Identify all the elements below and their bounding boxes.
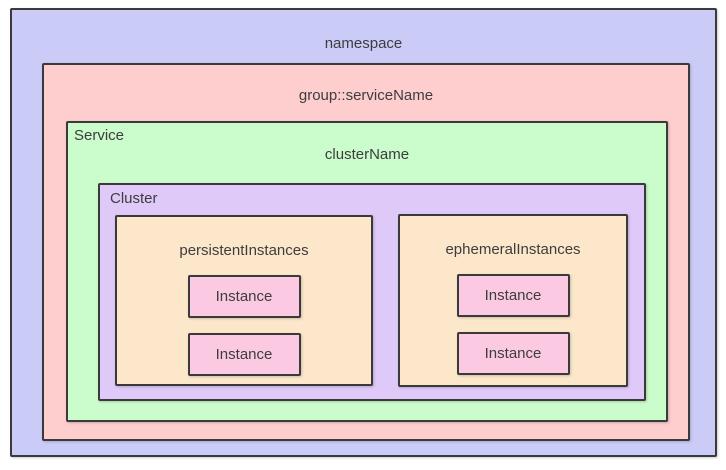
instance-box: Instance <box>187 333 301 376</box>
service-label: Service <box>74 127 125 144</box>
instance-box: Instance <box>456 274 570 317</box>
group-service-label: group::serviceName <box>298 87 434 104</box>
namespace-label: namespace <box>324 35 403 52</box>
service-box: Service clusterName Cluster persistentIn… <box>66 121 668 422</box>
instance-label: Instance <box>484 286 542 304</box>
instance-box: Instance <box>456 332 570 375</box>
persistent-instances-box: persistentInstances Instance Instance <box>115 215 373 386</box>
cluster-box: Cluster persistentInstances Instance Ins… <box>98 183 646 401</box>
ephemeral-instances-label: ephemeralInstances <box>445 241 581 258</box>
persistent-instances-label: persistentInstances <box>179 242 309 259</box>
instance-box: Instance <box>187 275 301 318</box>
instance-label: Instance <box>484 344 542 362</box>
ephemeral-instances-list: Instance Instance <box>400 274 626 375</box>
cluster-label: Cluster <box>110 190 158 207</box>
ephemeral-instances-box: ephemeralInstances Instance Instance <box>398 214 628 387</box>
cluster-name-label: clusterName <box>324 146 410 163</box>
instance-label: Instance <box>215 287 273 305</box>
instance-label: Instance <box>215 345 273 363</box>
namespace-box: namespace group::serviceName Service clu… <box>10 8 717 457</box>
group-service-box: group::serviceName Service clusterName C… <box>42 63 690 441</box>
persistent-instances-list: Instance Instance <box>117 275 371 376</box>
